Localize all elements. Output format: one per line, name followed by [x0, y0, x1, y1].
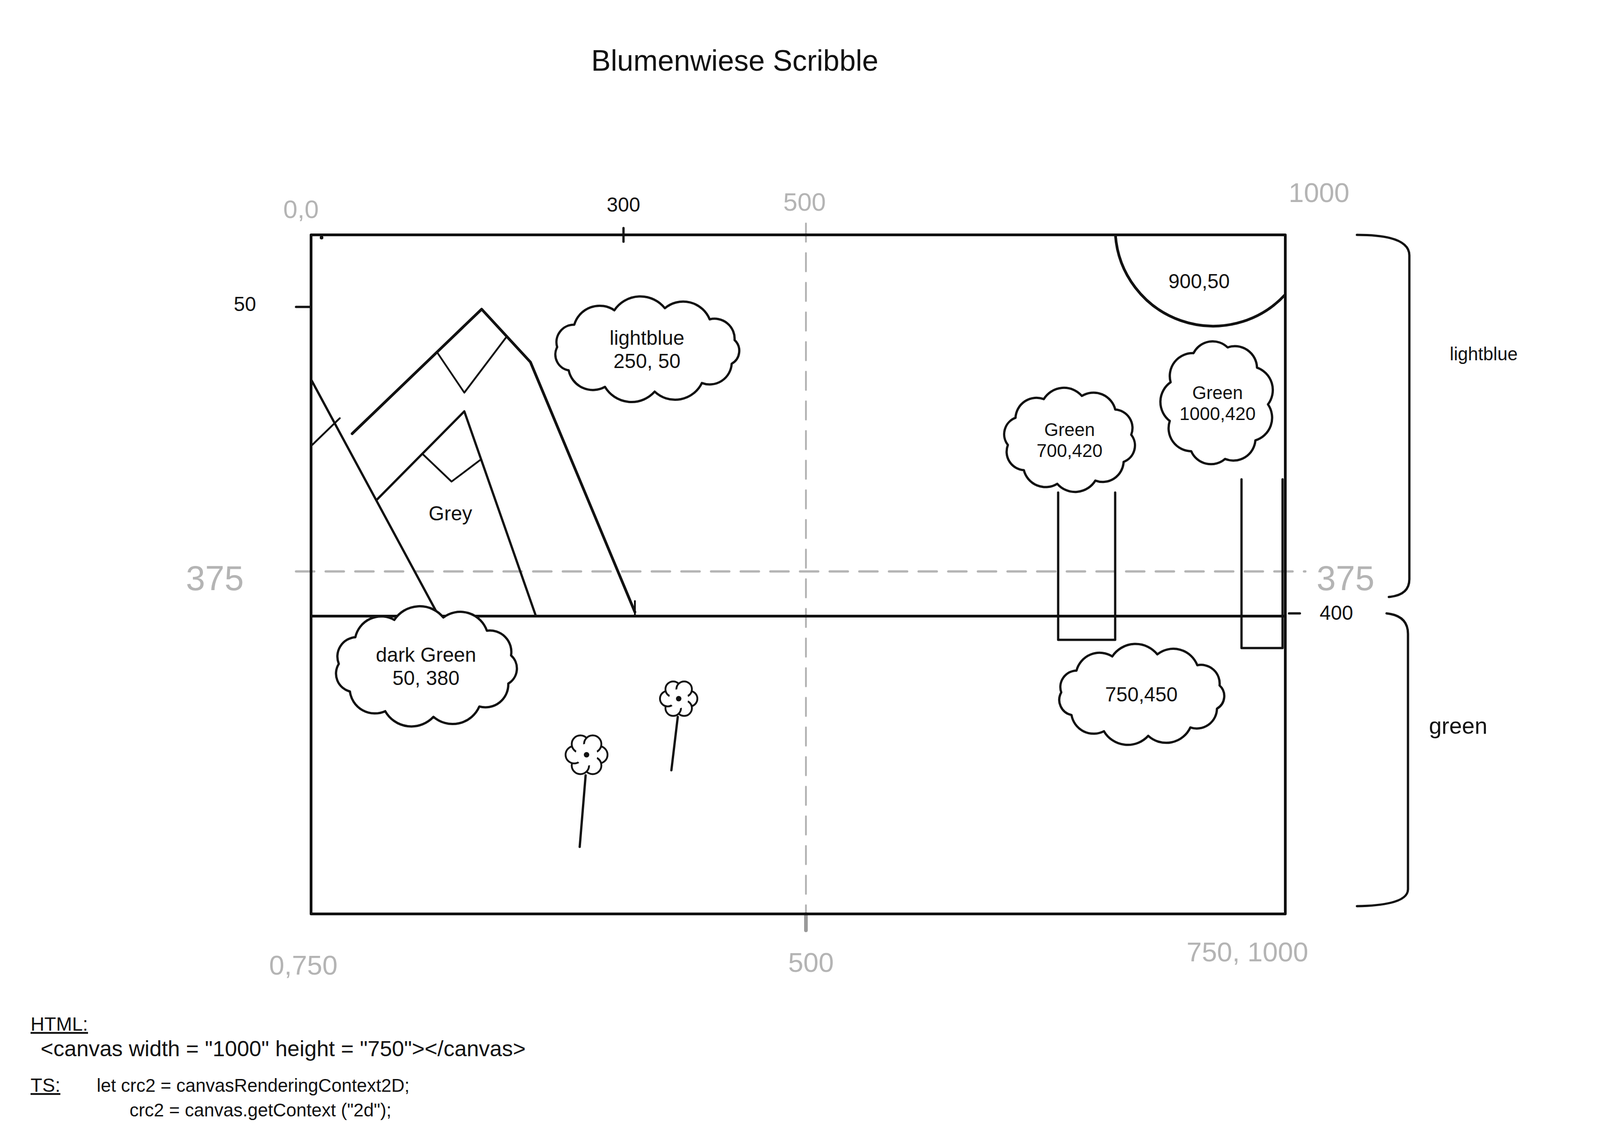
mountain-shape: Grey — [364, 410, 536, 617]
label-box: 0,0 — [283, 194, 319, 224]
axis-label: 0,0 — [283, 194, 319, 224]
label-box: 375 — [1316, 558, 1375, 598]
corner-dot — [319, 235, 324, 240]
tree-crown: Green1000,420 — [1151, 324, 1284, 482]
shape-outline-path — [376, 411, 536, 617]
guide-line — [805, 223, 807, 931]
flower-head — [565, 735, 608, 775]
shape-label: dark Green — [375, 643, 477, 667]
guide-line — [296, 570, 1306, 573]
shape-outline-path — [555, 296, 740, 403]
axis-label: 375 — [1316, 558, 1375, 598]
axis-tick — [622, 228, 625, 242]
flower-stem — [579, 775, 586, 847]
shape-outline-path — [1160, 341, 1273, 464]
flower-head — [659, 681, 698, 717]
label-box: 750, 1000 — [1186, 936, 1309, 968]
flower-stem — [671, 716, 678, 771]
axis-label: 400 — [1319, 601, 1353, 625]
text-group: Green1000,420 — [1179, 382, 1256, 425]
range-bracket — [1356, 613, 1408, 907]
shape-label: 750,450 — [1105, 683, 1178, 707]
text-group: lightblue250, 50 — [609, 326, 685, 373]
axis-label: 500 — [783, 187, 826, 217]
axis-label: lightblue — [1449, 343, 1518, 365]
label-box: 500 — [788, 946, 834, 979]
mountain-outline — [311, 379, 439, 617]
label-box: 500 — [783, 187, 826, 217]
shape-label: Grey — [428, 502, 473, 526]
tree-trunk — [1241, 479, 1283, 649]
tree-trunk — [1058, 492, 1116, 640]
cloud-shape: lightblue250, 50 — [528, 290, 766, 409]
axis-label: 1000 — [1288, 176, 1350, 209]
snow-line — [436, 336, 507, 393]
axis-label: 750, 1000 — [1186, 936, 1309, 968]
shape-label: 700,420 — [1036, 440, 1103, 462]
range-bracket — [1356, 234, 1410, 598]
text-group: Green700,420 — [1036, 419, 1103, 462]
mountain-outline — [633, 601, 636, 617]
shape-outline-path — [1059, 644, 1225, 745]
tree-crown: Green700,420 — [987, 377, 1152, 503]
axis-label: green — [1428, 713, 1488, 740]
axis-label: 0,750 — [269, 949, 338, 982]
axis-label: 375 — [186, 558, 245, 598]
shape-outline-path — [1115, 234, 1286, 327]
code-note: let crc2 = canvasRenderingContext2D; — [96, 1075, 410, 1097]
shape-label: 1000,420 — [1179, 403, 1256, 425]
text-group: dark Green50, 380 — [375, 643, 477, 690]
axis-label: 50 — [233, 292, 257, 317]
code-note: crc2 = canvas.getContext ("2d"); — [129, 1099, 392, 1121]
text-group: 900,50 — [1168, 270, 1231, 294]
label-box: 400 — [1319, 601, 1353, 625]
text-group: 750,450 — [1105, 683, 1178, 707]
axis-tick — [1288, 612, 1300, 615]
canvas-frame — [311, 234, 1286, 915]
label-box: lightblue — [1449, 343, 1518, 365]
axis-tick — [296, 306, 312, 309]
shape-label: 900,50 — [1168, 270, 1231, 294]
title-text: Blumenwiese Scribble — [591, 44, 879, 78]
axis-label: 500 — [788, 946, 834, 979]
shape-outline-path — [1004, 387, 1136, 492]
shape-label: lightblue — [609, 326, 685, 350]
snow-line — [422, 453, 482, 482]
code-note: TS: — [30, 1074, 61, 1097]
label-box: 375 — [186, 558, 245, 598]
bush-shape: dark Green50, 380 — [311, 597, 541, 737]
shape-outline — [987, 377, 1152, 503]
label-box: 50 — [233, 292, 257, 317]
label-box: <canvas width = "1000" height = "750"></… — [40, 1036, 526, 1062]
shape-label: 50, 380 — [392, 666, 460, 691]
label-box: HTML: — [30, 1013, 89, 1036]
label-box: Blumenwiese Scribble — [591, 44, 879, 78]
shape-label: Green — [1044, 419, 1095, 441]
label-box: crc2 = canvas.getContext ("2d"); — [129, 1099, 392, 1121]
label-box: green — [1428, 713, 1488, 740]
shape-outline — [1151, 324, 1284, 482]
label-box: 1000 — [1288, 176, 1350, 209]
code-note: <canvas width = "1000" height = "750"></… — [40, 1036, 526, 1062]
shape-outline-path — [336, 606, 518, 727]
label-box: TS: — [30, 1074, 61, 1097]
shape-label: Green — [1192, 382, 1243, 404]
code-note: HTML: — [30, 1013, 89, 1036]
label-box: 0,750 — [269, 949, 338, 982]
label-box: let crc2 = canvasRenderingContext2D; — [96, 1075, 410, 1097]
axis-label: 300 — [606, 193, 640, 217]
sun-shape: 900,50 — [1112, 234, 1286, 329]
guide-tick — [804, 914, 808, 931]
label-box: 300 — [606, 193, 640, 217]
text-group: Grey — [428, 502, 473, 526]
bush-shape: 750,450 — [1035, 637, 1247, 753]
shape-label: 250, 50 — [613, 349, 681, 374]
snow-line — [311, 418, 340, 447]
